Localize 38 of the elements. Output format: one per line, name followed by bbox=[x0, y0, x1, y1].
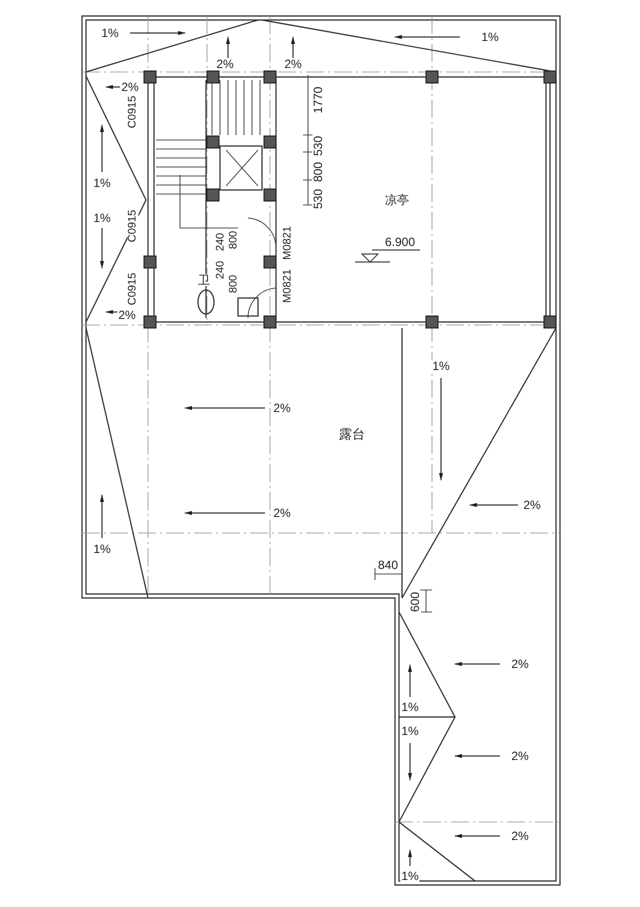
plan-label: 1% bbox=[92, 177, 112, 189]
plan-label: 840 bbox=[376, 559, 400, 571]
plan-label: 1% bbox=[92, 543, 112, 555]
plan-label: 2% bbox=[510, 830, 530, 842]
plan-label: 1% bbox=[92, 212, 112, 224]
plan-label: 1% bbox=[400, 701, 420, 713]
plan-label: 600 bbox=[409, 590, 421, 614]
plan-label: 6.900 bbox=[384, 236, 416, 248]
plan-label: 240 bbox=[216, 260, 226, 280]
plan-label: 2% bbox=[215, 58, 235, 70]
plan-label: 2% bbox=[283, 58, 303, 70]
plan-label: 2% bbox=[120, 81, 140, 93]
plan-label: 2% bbox=[510, 750, 530, 762]
plan-label: 800 bbox=[228, 230, 240, 250]
plan-label: 1% bbox=[400, 870, 420, 882]
plan-label: 凉亭 bbox=[384, 194, 410, 206]
plan-label: 卫 bbox=[197, 274, 211, 286]
plan-label: 2% bbox=[510, 658, 530, 670]
plan-label: C0915 bbox=[128, 208, 138, 244]
plan-label: 2% bbox=[117, 309, 137, 321]
plan-label: 2% bbox=[272, 507, 292, 519]
plan-label: 530 bbox=[312, 188, 324, 210]
plan-label: C0915 bbox=[128, 94, 138, 130]
plan-label: 240 bbox=[216, 232, 226, 252]
plan-label: M0821 bbox=[282, 225, 294, 261]
plan-label: 露台 bbox=[338, 428, 366, 440]
plan-label: 1% bbox=[480, 31, 500, 43]
plan-label: 1% bbox=[431, 360, 451, 372]
plan-label: 1% bbox=[400, 725, 420, 737]
plan-label: 800 bbox=[228, 274, 240, 294]
plan-label: 2% bbox=[272, 402, 292, 414]
plan-label: 2% bbox=[522, 499, 542, 511]
plan-label: C0915 bbox=[128, 272, 138, 306]
plan-label: 530 bbox=[312, 134, 324, 158]
plan-label: 800 bbox=[312, 160, 324, 184]
plan-label: 1% bbox=[100, 27, 120, 39]
plan-label: M0821 bbox=[282, 268, 294, 304]
plan-label: 1770 bbox=[312, 86, 324, 114]
